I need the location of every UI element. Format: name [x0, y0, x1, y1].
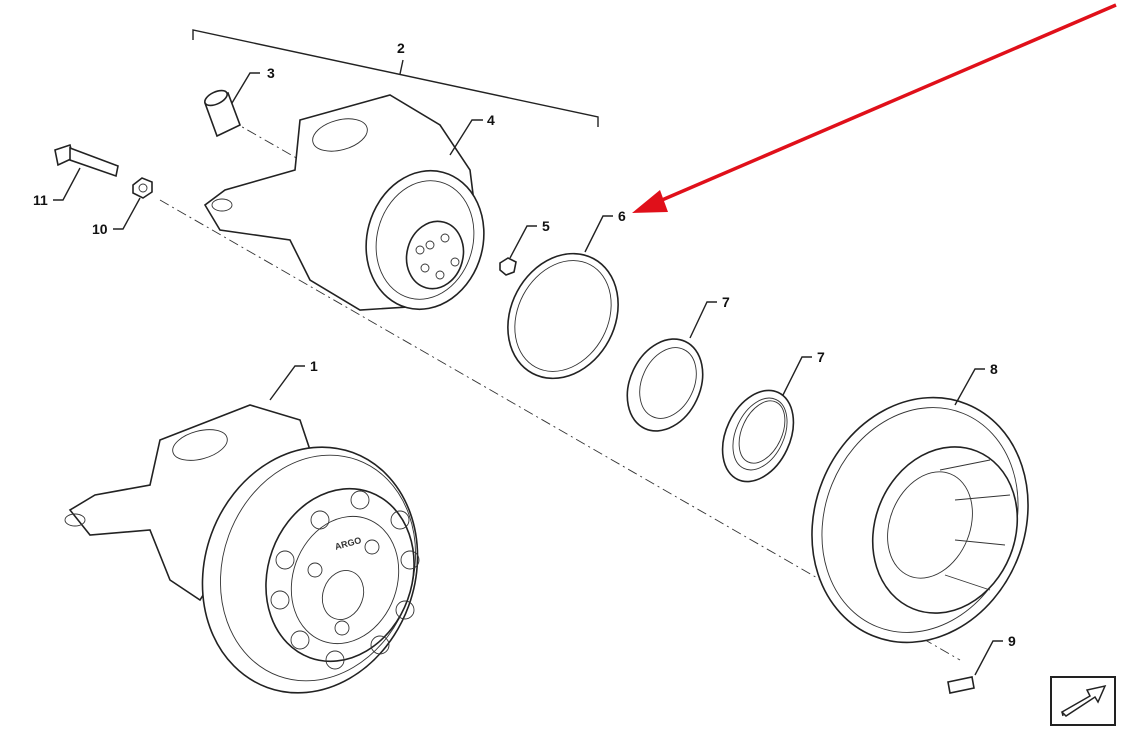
leader	[231, 72, 260, 104]
leader	[974, 640, 1003, 676]
part-4-steering-knuckle[interactable]	[203, 94, 499, 323]
callout-4: 4	[487, 112, 495, 128]
callout-7a: 7	[722, 294, 730, 310]
part-3-bushing[interactable]	[203, 87, 242, 138]
leader	[269, 365, 305, 401]
part-8-wheel-hub[interactable]	[776, 365, 1064, 675]
part-7-bearing-cup[interactable]	[613, 327, 717, 444]
part-9-pin[interactable]	[947, 676, 975, 694]
part-11-bolt[interactable]	[54, 143, 119, 178]
leader	[399, 59, 404, 75]
part-1-knuckle-hub-assembly[interactable]: ARGO	[64, 404, 451, 723]
part-10-nut[interactable]	[132, 177, 153, 199]
callout-11: 11	[33, 192, 48, 208]
part-7-bearing-cone[interactable]	[709, 379, 808, 493]
arrow-up-right-icon	[1060, 684, 1107, 717]
callout-1: 1	[310, 358, 318, 374]
leader	[954, 368, 985, 406]
axis-line-bushing	[229, 119, 301, 161]
callout-8: 8	[990, 361, 998, 377]
callout-10: 10	[92, 221, 108, 237]
leader	[113, 197, 141, 230]
callout-7b: 7	[817, 349, 825, 365]
part-5-plug[interactable]	[499, 257, 517, 276]
highlight-arrow	[632, 3, 1117, 213]
callout-6: 6	[618, 208, 626, 224]
leader	[689, 301, 717, 339]
leader	[782, 356, 812, 396]
leader	[584, 215, 613, 253]
callout-9: 9	[1008, 633, 1016, 649]
leader	[449, 119, 483, 156]
leader	[509, 225, 537, 259]
assembly-bracket	[192, 29, 599, 127]
leader	[53, 167, 81, 201]
part-6-seal-ring[interactable]	[487, 234, 640, 398]
callout-5: 5	[542, 218, 550, 234]
callout-2: 2	[397, 40, 405, 56]
navigate-button[interactable]	[1050, 676, 1116, 726]
callout-3: 3	[267, 65, 275, 81]
